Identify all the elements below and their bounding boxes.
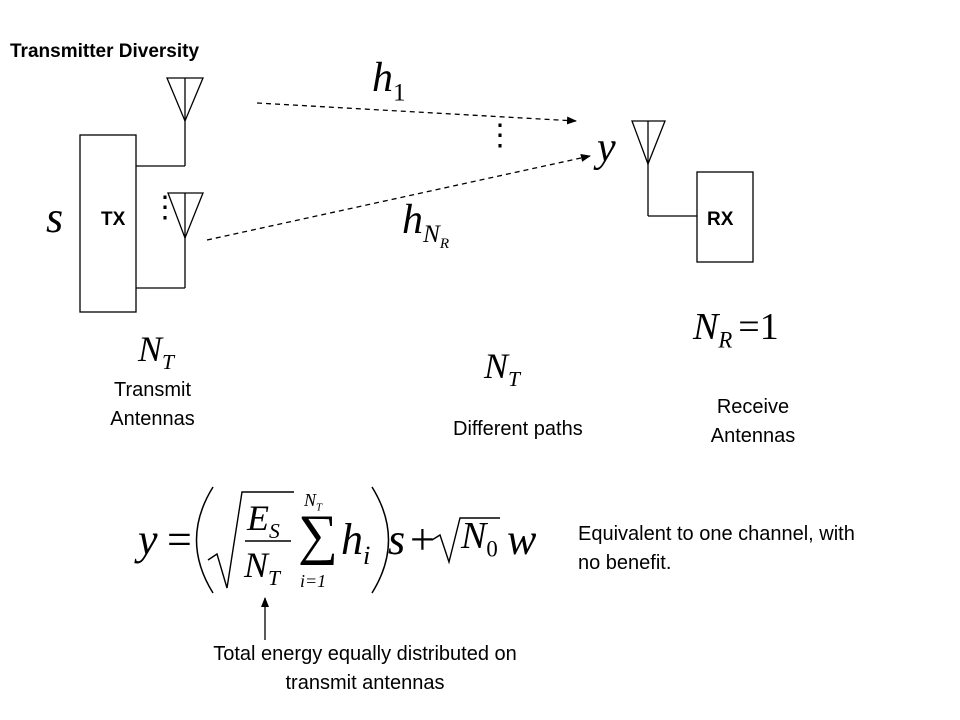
eq-lhs-y: y [138, 515, 158, 564]
transmit-count-N: N [138, 329, 163, 369]
eq-s: s [388, 515, 406, 564]
label-receive-antennas: Receive Antennas [710, 396, 796, 447]
eq-sum-lower: i=1 [300, 571, 327, 591]
label-different-paths: Different paths [453, 418, 583, 440]
label-transmit-antennas: Transmit Antennas [110, 379, 195, 430]
eq-h-base: h [341, 515, 363, 564]
equation-left-paren [195, 486, 214, 594]
paths-count-T: T [508, 367, 521, 392]
eq-sum-upper-sub: T [316, 501, 323, 514]
eq-sum-symbol: ∑ [298, 504, 338, 566]
path-arrow-hNR [206, 154, 591, 241]
tx-box [79, 134, 137, 313]
receive-count-N: N [693, 306, 719, 348]
transmit-antenna-2 [136, 192, 204, 289]
eq-h-sub: i [363, 539, 371, 570]
receive-count-eq: =1 [738, 306, 779, 348]
diagram-title: Transmitter Diversity [10, 41, 200, 62]
eq-sum-upper: NT [304, 490, 322, 514]
channel-h1: h1 [372, 54, 406, 107]
channel-hNR-base: h [402, 197, 423, 243]
eq-plus: + [410, 515, 435, 564]
channel-hNR-sub-N: N [423, 221, 440, 249]
transmit-count-T: T [162, 350, 175, 375]
channel-hNR-sub: NR [423, 221, 449, 252]
label-equivalent-channel: Equivalent to one channel, with no benef… [578, 523, 855, 574]
sqrt-symbol-2 [431, 517, 500, 565]
dots-paths: ⋮ [485, 119, 515, 152]
eq-w: w [507, 515, 537, 564]
dots-antennas: ⋮ [150, 191, 180, 224]
eq-N0: N0 [461, 514, 498, 563]
tx-label: TX [101, 209, 126, 230]
eq-NT-base: N [244, 545, 269, 585]
eq-equals: = [167, 515, 192, 564]
eq-N0-base: N [461, 515, 487, 557]
receive-antenna [631, 120, 697, 217]
rx-label: RX [707, 209, 734, 230]
eq-h-i: hi [341, 514, 370, 571]
transmit-count-NT: NT [138, 328, 174, 375]
channel-hNR: hNR [402, 196, 449, 253]
eq-Es: ES [247, 497, 280, 544]
eq-NT-sub: T [268, 566, 281, 591]
channel-h1-sub: 1 [393, 79, 406, 107]
eq-sum-upper-base: N [304, 490, 317, 510]
eq-NT-denominator: NT [244, 544, 280, 591]
input-symbol-s: s [46, 193, 64, 242]
eq-Es-sub: S [269, 519, 280, 544]
sqrt-symbol-1 [207, 491, 294, 589]
equation-right-paren [371, 486, 390, 594]
paths-count-N: N [484, 346, 509, 386]
paths-count-NT: NT [484, 345, 520, 392]
receive-count-R: R [718, 327, 733, 353]
path-arrow-h1 [256, 102, 577, 125]
channel-hNR-subsub: R [439, 236, 450, 253]
output-symbol-y: y [597, 125, 616, 171]
eq-N0-sub: 0 [486, 536, 498, 562]
receive-count-NR: NR=1 [693, 305, 779, 354]
label-total-energy: Total energy equally distributed on tran… [213, 643, 517, 694]
rx-box [696, 171, 754, 263]
eq-Es-base: E [247, 498, 269, 538]
channel-h1-base: h [372, 55, 393, 101]
transmit-antenna-1 [136, 77, 204, 167]
